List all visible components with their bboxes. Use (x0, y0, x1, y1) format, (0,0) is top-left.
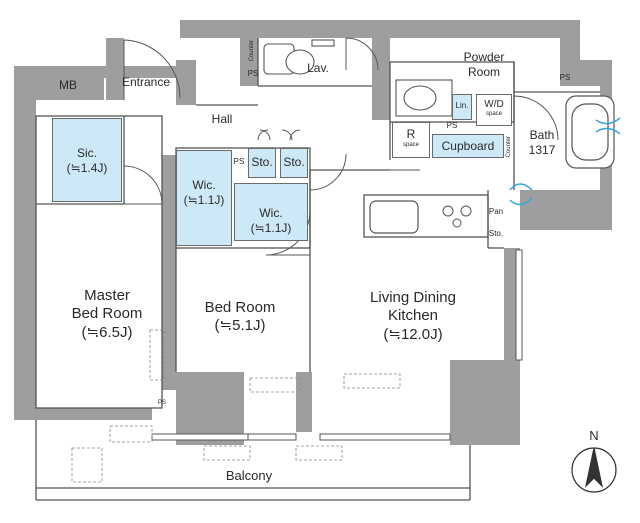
ldk-line-1: Living Dining (370, 289, 456, 306)
window-markers (509, 117, 621, 206)
sto3-label: Sto. (488, 229, 504, 238)
storage-lin (452, 94, 472, 120)
lin-label: Lin. (455, 101, 469, 110)
mb-label: MB (59, 78, 77, 92)
wic2-title: Wic. (259, 206, 283, 220)
storage-sic (52, 118, 122, 202)
ldk-area: (≒12.0J) (383, 325, 443, 343)
wic2-label: Wic. (≒1.1J) (234, 206, 308, 235)
sic-title: Sic. (76, 146, 97, 160)
storage-sto-1 (248, 148, 276, 178)
ps-label-3: PS (446, 121, 458, 130)
walls (14, 20, 612, 445)
bed-room-area: (≒5.1J) (214, 317, 266, 335)
ldk-line-2: Kitchen (387, 307, 439, 325)
washbasin-icon (395, 79, 453, 117)
master-bed-area: (≒6.5J) (81, 323, 133, 341)
wic1-area: (≒1.1J) (183, 192, 225, 207)
ps-label-5: PS (157, 400, 166, 406)
r-space-sub: space (402, 141, 419, 148)
storage-wic-2 (234, 183, 308, 241)
ldk-label: Living Dining Kitchen (≒12.0J) (348, 289, 478, 344)
bath-label: Bath 1317 (520, 128, 564, 157)
sto1-label: Sto. (251, 155, 273, 169)
bed-room-label: Bed Room (≒5.1J) (190, 299, 290, 336)
wd-label: W/D space (476, 99, 512, 118)
r-space-box (392, 122, 430, 158)
sto2-label: Sto. (283, 155, 305, 169)
powder-room-line-2: Room (467, 64, 500, 79)
hall-label: Hall (211, 112, 233, 126)
compass-north-label: N (589, 428, 599, 443)
wd-space-box (476, 94, 512, 126)
powder-room-line-1: Powder (463, 50, 505, 64)
ps-label-2: PS (559, 73, 571, 82)
wd-title: W/D (484, 99, 504, 110)
toilet-icon (263, 39, 335, 75)
powder-room-label: Powder Room (444, 50, 524, 79)
storage-cupboard (432, 134, 504, 158)
storage-wic-1 (176, 150, 232, 246)
balcony-label: Balcony (225, 468, 273, 483)
bath-line-1: Bath (529, 128, 555, 142)
pan-label: Pan (488, 207, 504, 216)
vent-hatches (71, 329, 401, 483)
cupboard-label: Cupboard (441, 139, 495, 153)
r-space-label: R space (392, 127, 430, 148)
wic2-area: (≒1.1J) (250, 220, 292, 235)
ps-label-4: PS (233, 157, 245, 166)
master-bed-line-2: Bed Room (71, 305, 143, 323)
sic-label: Sic. (≒1.4J) (52, 146, 122, 175)
master-bed-room-label: Master Bed Room (≒6.5J) (52, 287, 162, 342)
sic-area: (≒1.4J) (66, 160, 108, 175)
entrance-label: Entrance (121, 75, 171, 89)
counter-bath-label: Counter (506, 136, 512, 158)
interior-lines (35, 38, 600, 501)
counter-lav-label: Counter (249, 40, 255, 62)
storage-sto-2 (280, 148, 308, 178)
master-bed-line-1: Master (84, 287, 130, 304)
wic1-label: Wic. (≒1.1J) (176, 178, 232, 207)
ps-label-1: PS (247, 69, 259, 78)
stove-icon (442, 205, 472, 228)
north-compass-icon (571, 447, 617, 493)
kitchen-sink-icon (369, 200, 419, 234)
lav-label: Lav. (307, 61, 329, 75)
wd-sub: space (485, 111, 502, 118)
bath-line-2: 1317 (528, 142, 556, 157)
r-space-title: R (406, 127, 416, 141)
wic1-title: Wic. (192, 178, 216, 192)
bed-room-title: Bed Room (204, 299, 276, 316)
bathtub-icon (565, 95, 615, 169)
